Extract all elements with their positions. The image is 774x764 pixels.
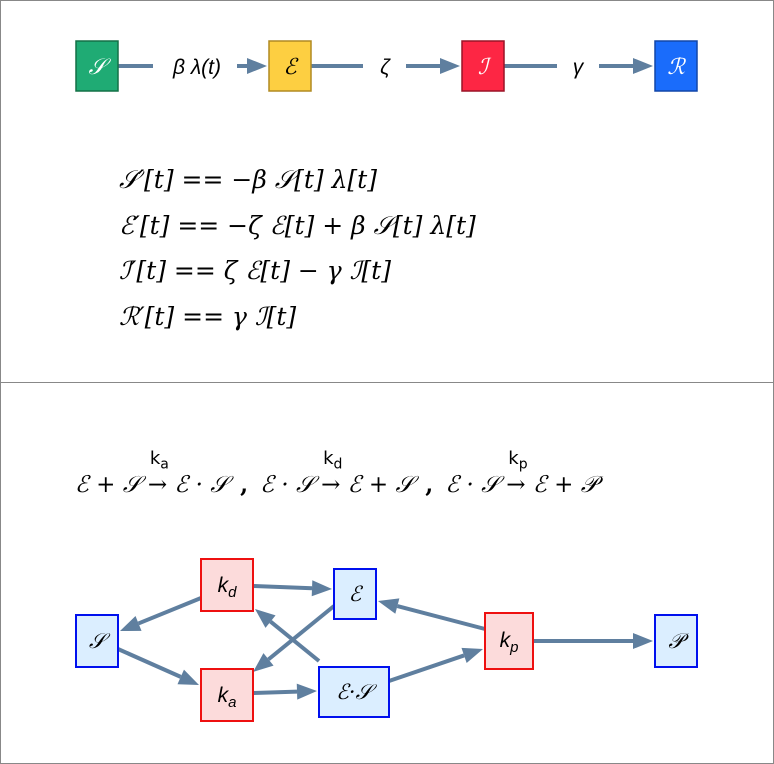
reaction-3: ℰ · 𝒮 kp→ ℰ + 𝒫: [445, 448, 598, 498]
arrowhead-icon: [311, 580, 332, 597]
species-p: 𝒫: [654, 614, 698, 668]
arrowhead-icon: [255, 609, 276, 628]
edge-kp-to-e: [396, 604, 486, 631]
arrowhead-icon: [120, 616, 142, 631]
svg-text:kd: kd: [218, 574, 238, 601]
enzyme-panel: ℰ + 𝒮 ka→ ℰ · 𝒮,ℰ · 𝒮 kd→ ℰ + 𝒮,ℰ · 𝒮 kp…: [1, 383, 773, 763]
reaction-arrow-icon: ka→: [147, 448, 169, 498]
rate-ka: ka: [200, 668, 254, 722]
seir-panel: 𝒮 ℰ ℐ ℛ β λ(t) ζ γ 𝒮′[t] == −β 𝒮[t] λ[t]…: [1, 1, 773, 383]
edge-es-to-kd: [269, 620, 321, 663]
svg-text:ℰ: ℰ: [349, 582, 364, 606]
arrowhead-icon: [461, 647, 483, 664]
species-es: ℰ·𝒮: [318, 666, 390, 718]
reaction-2: ℰ · 𝒮 kd→ ℰ + 𝒮: [260, 448, 414, 498]
arrowhead-icon: [633, 58, 653, 74]
rate-kd: kd: [200, 558, 254, 612]
reaction-arrow-icon: kp→: [506, 448, 528, 498]
edge-kd-to-s: [137, 596, 202, 626]
edge-kd-to-e: [252, 584, 313, 591]
svg-text:kp: kp: [500, 629, 519, 656]
svg-text:ka: ka: [218, 684, 237, 711]
reaction-1: ℰ + 𝒮 ka→ ℰ · 𝒮: [74, 448, 229, 498]
arrowhead-icon: [296, 683, 317, 700]
arrowhead-icon: [633, 633, 653, 649]
node-r: ℛ: [654, 40, 698, 92]
equation-s: 𝒮′[t] == −β 𝒮[t] λ[t]: [119, 165, 377, 194]
edge-es-to-kp: [388, 653, 465, 683]
rate-label-beta-lambda: β λ(t): [172, 56, 221, 79]
node-e: ℰ: [268, 40, 312, 92]
equation-i: ℐ′[t] == ζ ℰ[t] − γ ℐ[t]: [119, 256, 391, 285]
species-e: ℰ: [333, 568, 377, 620]
seir-flow-diagram: 𝒮 ℰ ℐ ℛ β λ(t) ζ γ: [75, 40, 698, 92]
arrowhead-icon: [440, 58, 460, 74]
arrowhead-icon: [253, 653, 274, 672]
node-s: 𝒮: [75, 40, 119, 92]
reaction-network-diagram: 𝒮 kd ℰ ka ℰ·𝒮 kp 𝒫: [75, 558, 698, 722]
arrowhead-icon: [378, 598, 400, 614]
rate-label-zeta: ζ: [380, 56, 391, 79]
rate-label-gamma: γ: [573, 56, 585, 79]
edge-s-to-ka: [117, 647, 182, 679]
reaction-arrow-icon: kd→: [321, 448, 343, 498]
svg-text:ℛ: ℛ: [667, 55, 686, 80]
node-i: ℐ: [461, 40, 505, 92]
svg-text:ℰ: ℰ: [283, 55, 299, 80]
edge-e-to-ka: [267, 604, 336, 661]
species-s: 𝒮: [75, 614, 119, 668]
equation-e: ℰ′[t] == −ζ ℰ[t] + β 𝒮[t] λ[t]: [119, 211, 476, 240]
edge-ka-to-es: [252, 689, 298, 695]
arrowhead-icon: [177, 669, 199, 685]
reaction-list: ℰ + 𝒮 ka→ ℰ · 𝒮,ℰ · 𝒮 kd→ ℰ + 𝒮,ℰ · 𝒮 kp…: [74, 448, 598, 498]
arrowhead-icon: [247, 58, 267, 74]
svg-text:ℰ·𝒮: ℰ·𝒮: [336, 680, 377, 704]
rate-kp: kp: [484, 612, 534, 670]
equation-r: ℛ′[t] == γ ℐ[t]: [119, 302, 297, 331]
